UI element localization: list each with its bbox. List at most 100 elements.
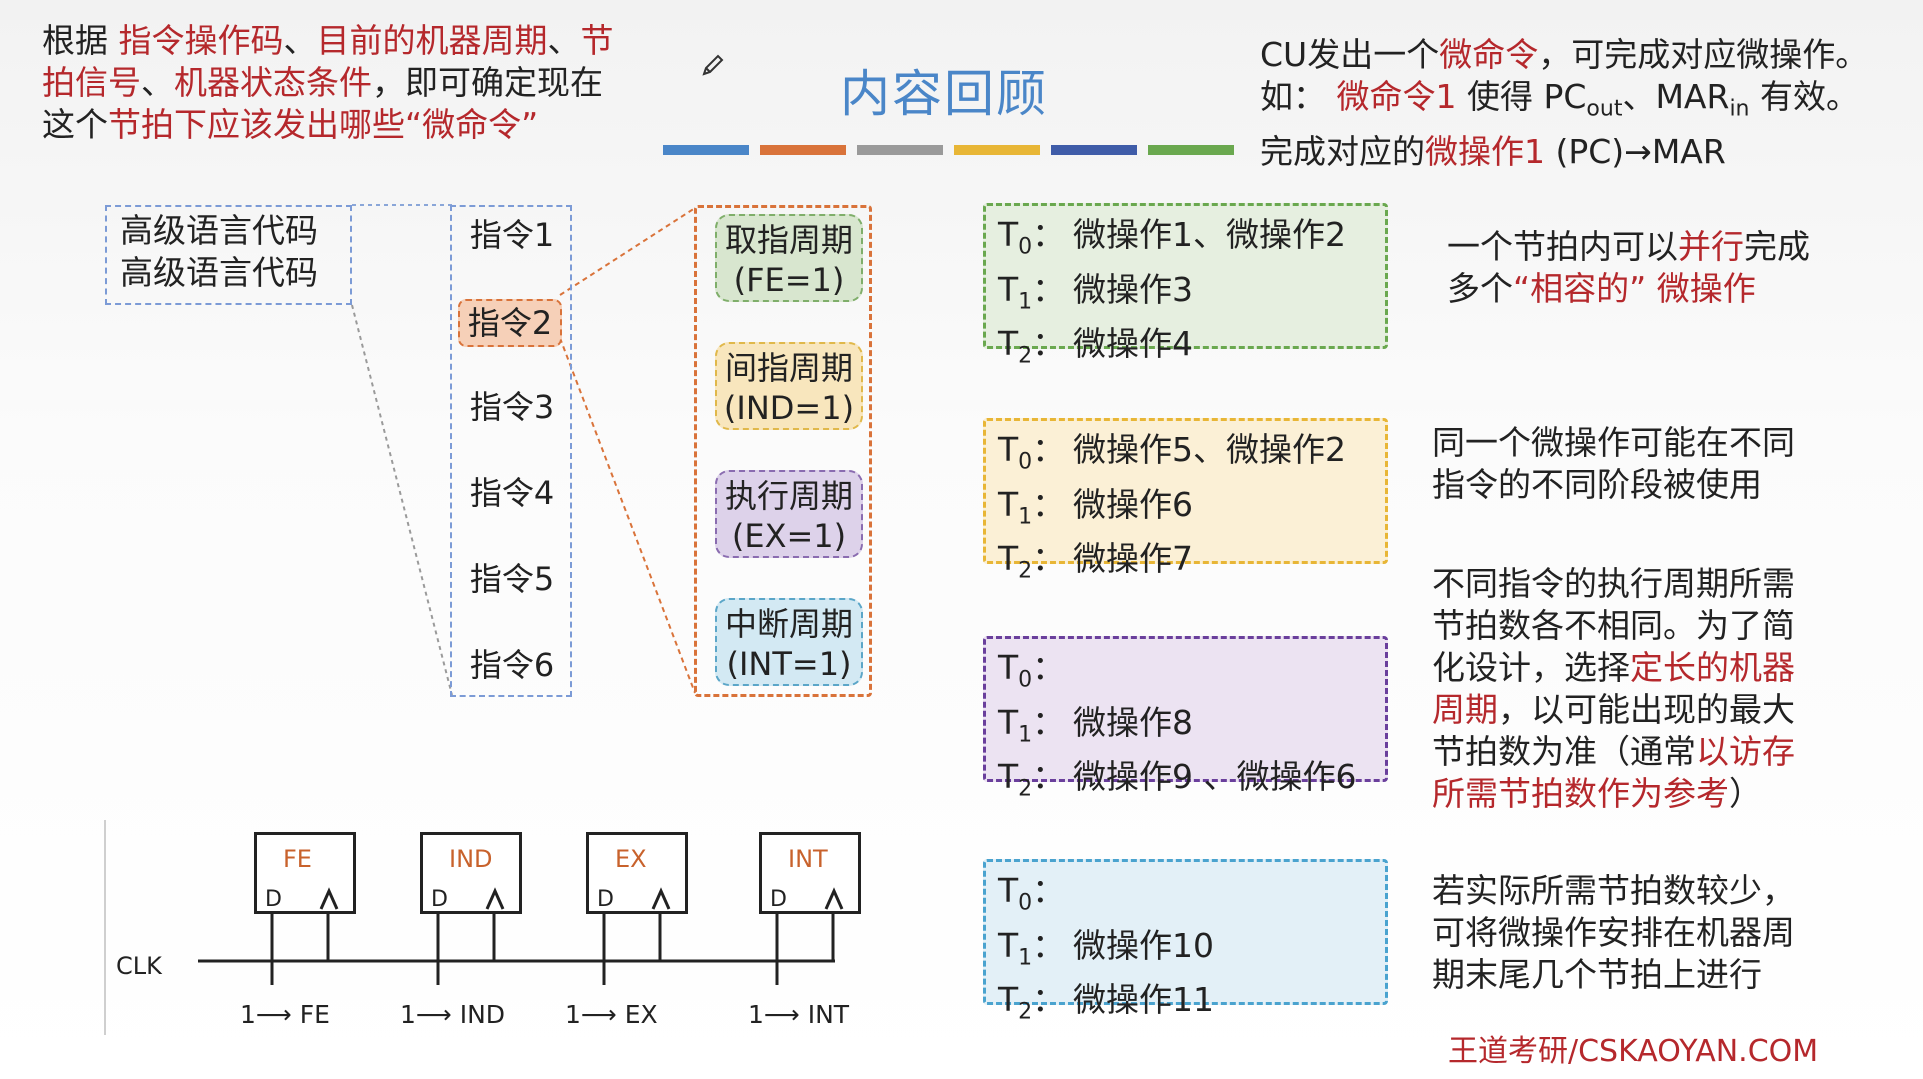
note-fixed-cycle-line: 节拍数各不相同。为了简 xyxy=(1432,605,1795,647)
note-parallel-run: 多个 xyxy=(1447,269,1513,308)
machine-cycle-flag: (FE=1) xyxy=(733,261,845,299)
note-fixed-cycle-run: 不同指令的执行周期所需 xyxy=(1432,564,1795,603)
instruction-item-highlighted[interactable]: 指令2 xyxy=(458,299,562,347)
microop-text: 微操作9 、微操作6 xyxy=(1073,757,1357,797)
beat-label: T2： xyxy=(998,324,1066,369)
flip-flop-d-input: D xyxy=(597,887,614,912)
note-fixed-cycle-run: 以访存 xyxy=(1696,732,1795,771)
color-bar xyxy=(1051,145,1137,155)
clock-triangle-icon xyxy=(485,887,505,915)
microop-row: T1：微操作10 xyxy=(998,925,1385,980)
clock-triangle-icon xyxy=(319,887,339,915)
pencil-icon xyxy=(700,52,726,82)
note-fixed-cycle-run: 定长的机器 xyxy=(1630,648,1795,687)
note-fixed-cycle-run: ） xyxy=(1729,774,1762,813)
flip-flop-set-label: 1⟶ FE xyxy=(240,1000,330,1029)
beat-label: T2： xyxy=(998,539,1066,584)
flip-flop-set-label: 1⟶ EX xyxy=(565,1000,658,1029)
beat-label: T1： xyxy=(998,925,1066,971)
microop-text: 微操作6 xyxy=(1073,484,1193,524)
cu-note-line-2: 如： 微命令1 使得 PCout、MARin 有效。 xyxy=(1260,77,1859,122)
machine-cycle-name: 执行周期 xyxy=(724,477,853,515)
note-fixed-cycle-run: 节拍数为准（通常 xyxy=(1432,732,1696,771)
page-title: 内容回顾 xyxy=(840,65,1048,123)
microop-text: 微操作5、微操作2 xyxy=(1073,430,1346,469)
microop-row: T2：微操作11 xyxy=(998,979,1385,1034)
flip-flop-name: EX xyxy=(615,845,647,873)
note-fixed-cycle: 不同指令的执行周期所需节拍数各不相同。为了简化设计，选择定长的机器周期，以可能出… xyxy=(1432,563,1795,815)
machine-cycle-box: 取指周期(FE=1)间指周期(IND=1)执行周期(EX=1)中断周期(INT=… xyxy=(694,205,872,697)
source-line-2: 高级语言代码 xyxy=(120,253,318,292)
microop-row: T1：微操作8 xyxy=(998,702,1385,757)
note-parallel-run: 并行 xyxy=(1678,227,1744,266)
cu-note-run: CU发出一个 xyxy=(1260,35,1440,74)
note-fixed-cycle-line: 周期，以可能出现的最大 xyxy=(1432,689,1795,731)
intro-run: 目前的机器周期 xyxy=(316,21,548,60)
beat-label: T0： xyxy=(998,871,1066,916)
machine-cycle: 执行周期(EX=1) xyxy=(715,470,863,558)
color-bar xyxy=(760,145,846,155)
note-fixed-cycle-line: 不同指令的执行周期所需 xyxy=(1432,563,1795,605)
instruction-item[interactable]: 指令1 xyxy=(469,216,555,254)
note-parallel-run: 微操作 xyxy=(1646,269,1756,308)
note-parallel-line-2: 多个“相容的” 微操作 xyxy=(1447,268,1810,310)
note-fixed-cycle-run: 周期 xyxy=(1432,690,1498,729)
beat-label: T1： xyxy=(998,484,1066,530)
note-short-line-2: 可将微操作安排在机器周 xyxy=(1432,913,1795,952)
microop-row: T0：微操作1、微操作2 xyxy=(998,214,1385,269)
color-bar xyxy=(1148,145,1234,155)
machine-cycle-flag: (IND=1) xyxy=(723,389,855,427)
note-reuse-line-2: 指令的不同阶段被使用 xyxy=(1432,465,1762,504)
note-parallel-run: 一个节拍内可以 xyxy=(1447,227,1678,266)
microop-row: T0： xyxy=(998,647,1385,702)
beat-label: T0： xyxy=(998,648,1066,693)
machine-cycle: 取指周期(FE=1) xyxy=(715,214,863,302)
color-bar xyxy=(857,145,943,155)
instruction-item[interactable]: 指令4 xyxy=(469,474,555,512)
note-parallel: 一个节拍内可以并行完成 多个“相容的” 微操作 xyxy=(1447,226,1810,310)
microop-text: 微操作3 xyxy=(1073,269,1193,309)
intro-run: 节拍下应该发出哪些“微命令” xyxy=(108,105,539,144)
note-reuse: 同一个微操作可能在不同 指令的不同阶段被使用 xyxy=(1432,422,1795,506)
note-short-line-1: 若实际所需节拍数较少， xyxy=(1432,871,1795,910)
color-bar xyxy=(663,145,749,155)
intro-run: 、 xyxy=(547,21,581,60)
intro-run: 拍信号 xyxy=(42,63,141,102)
instruction-item[interactable]: 指令5 xyxy=(469,560,555,598)
note-fixed-cycle-run: ，以可能出现的最大 xyxy=(1498,690,1795,729)
instruction-item[interactable]: 指令3 xyxy=(469,388,555,426)
source-code-box: 高级语言代码 高级语言代码 xyxy=(105,205,352,305)
intro-run: 这个 xyxy=(42,105,108,144)
microop-row: T2：微操作7 xyxy=(998,538,1385,593)
intro-text: 根据 指令操作码、目前的机器周期、节 拍信号、机器状态条件，即可确定现在 这个节… xyxy=(42,20,614,146)
flip-flop-name: INT xyxy=(788,845,828,873)
beat-label: T2： xyxy=(998,757,1066,802)
microop-text: 微操作8 xyxy=(1073,702,1193,742)
flip-flop-set-label: 1⟶ INT xyxy=(748,1000,850,1029)
machine-cycle: 间指周期(IND=1) xyxy=(715,342,863,430)
machine-cycle-flag: (EX=1) xyxy=(731,517,847,555)
microop-row: T2：微操作4 xyxy=(998,323,1385,378)
note-fixed-cycle-run: 节拍数各不相同。为了简 xyxy=(1432,606,1795,645)
microop-row: T2：微操作9 、微操作6 xyxy=(998,756,1385,811)
color-bar xyxy=(954,145,1040,155)
instruction-item[interactable]: 指令6 xyxy=(469,646,555,684)
note-parallel-line-1: 一个节拍内可以并行完成 xyxy=(1447,226,1810,268)
flip-flop-d-input: D xyxy=(770,887,787,912)
instruction-list: 指令1 指令2 指令3 指令4 指令5 指令6 xyxy=(450,205,572,697)
footer-brand: 王道考研/CSKAOYAN.COM xyxy=(1448,1034,1819,1069)
microop-row: T1：微操作6 xyxy=(998,484,1385,539)
microop-text: 微操作10 xyxy=(1073,925,1214,965)
source-line-1: 高级语言代码 xyxy=(120,211,318,250)
machine-cycle-name: 间指周期 xyxy=(724,349,853,387)
note-fixed-cycle-run: 化设计，选择 xyxy=(1432,648,1630,687)
microop-text: 微操作4 xyxy=(1073,324,1193,364)
note-fixed-cycle-run: 所需节拍数作为参考 xyxy=(1432,774,1729,813)
cu-note-line-1: CU发出一个微命令，可完成对应微操作。 xyxy=(1260,34,1868,76)
note-short-line-3: 期末尾几个节拍上进行 xyxy=(1432,955,1762,994)
